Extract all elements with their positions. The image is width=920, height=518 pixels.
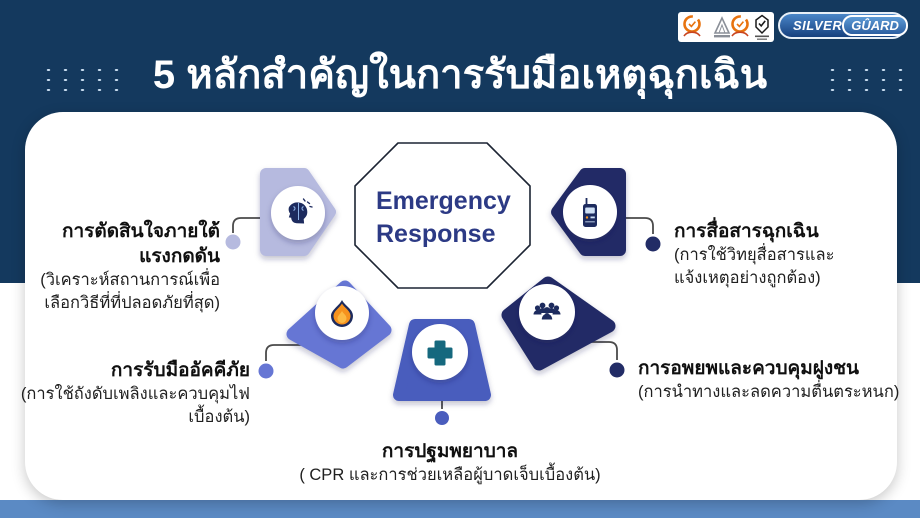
center-label-line2: Response xyxy=(376,220,496,248)
label-desc-line: เบื้องต้น) xyxy=(188,408,250,426)
dot-pattern-right xyxy=(824,65,908,91)
connector-dot-fire xyxy=(258,363,274,379)
label-title-line: การตัดสินใจภายใต้ xyxy=(62,221,220,242)
certification-logos xyxy=(678,12,774,42)
cert-logos-art xyxy=(683,14,769,40)
label-desc-line: (วิเคราะห์สถานการณ์เพื่อ xyxy=(40,271,220,289)
connector-evacuation xyxy=(585,341,618,360)
brand-silver-text: SILVER xyxy=(793,18,843,33)
label-first-aid: การปฐมพยาบาล ( CPR และการช่วยเหลือผู้บาด… xyxy=(268,439,632,487)
label-fire: การรับมืออัคคีภัย (การใช้ถังดับเพลิงและค… xyxy=(18,358,250,429)
diagram-canvas xyxy=(225,142,661,425)
connector-dot-evacuation xyxy=(609,362,625,378)
dot-pattern-left xyxy=(40,65,124,91)
brand-guard-text: GÛARD xyxy=(842,15,908,36)
connector-lines xyxy=(232,217,654,409)
connector-dot-communication xyxy=(645,236,661,252)
crowd-icon xyxy=(533,302,561,320)
label-decision: การตัดสินใจภายใต้ แรงกดดัน (วิเคราะห์สถา… xyxy=(18,219,220,315)
label-communication: การสื่อสารฉุกเฉิน (การใช้วิทยุสื่อสารและ… xyxy=(674,219,902,290)
center-label-line1: Emergency xyxy=(376,187,511,215)
medical-cross-icon xyxy=(427,340,453,366)
fire-icon xyxy=(331,300,353,327)
radio-icon xyxy=(583,198,597,227)
label-desc-line: (การใช้ถังดับเพลิงและควบคุมไฟ xyxy=(20,385,250,403)
label-desc-line: (การใช้วิทยุสื่อสารและ xyxy=(674,246,835,264)
page-title: 5 หลักสำคัญในการรับมือเหตุฉุกเฉิน xyxy=(152,53,768,97)
label-evacuation: การอพยพและควบคุมฝูงชน (การนำทางและลดความ… xyxy=(638,356,916,404)
label-desc-line: เลือกวิธีที่ที่ปลอดภัยที่สุด) xyxy=(44,294,220,312)
connector-dot-decision xyxy=(225,234,241,250)
center-octagon xyxy=(354,142,531,289)
cert-badge-3 xyxy=(731,15,749,37)
footer-band xyxy=(0,500,920,518)
center-label: Emergency Response xyxy=(376,185,536,251)
connector-dot-first-aid xyxy=(435,411,449,425)
label-desc-line: ( CPR และการช่วยเหลือผู้บาดเจ็บเบื้องต้น… xyxy=(299,466,601,484)
cert-badge-2 xyxy=(713,16,731,38)
connector-decision xyxy=(232,217,267,233)
cert-badge-1 xyxy=(683,15,701,37)
brain-icon xyxy=(288,198,313,224)
label-title-line: การรับมืออัคคีภัย xyxy=(110,360,250,381)
silverguard-logo: SILVER GÛARD xyxy=(778,12,908,39)
label-title-line: การสื่อสารฉุกเฉิน xyxy=(674,221,819,242)
label-desc-line: แจ้งเหตุอย่างถูกต้อง) xyxy=(674,269,821,287)
connector-fire xyxy=(265,344,325,361)
label-title-line: การปฐมพยาบาล xyxy=(381,441,519,462)
label-title-line: การอพยพและควบคุมฝูงชน xyxy=(638,358,860,379)
label-desc-line: (การนำทางและลดความตื่นตระหนก) xyxy=(638,383,900,401)
connector-communication xyxy=(619,217,654,234)
label-title-line: แรงกดดัน xyxy=(139,246,220,267)
cert-badge-4 xyxy=(755,14,769,40)
